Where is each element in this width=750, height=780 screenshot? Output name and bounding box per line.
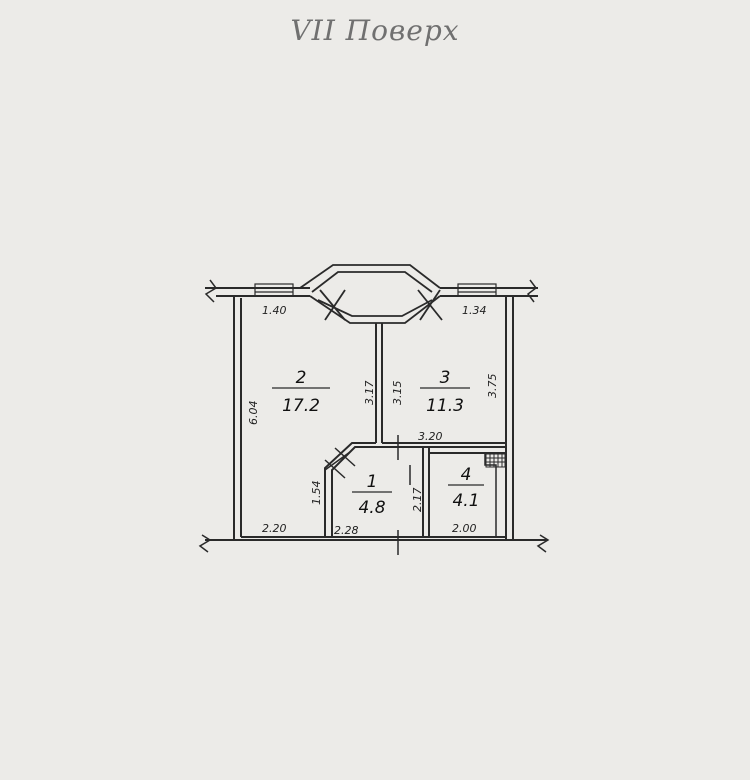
- room-4-area: 4.1: [452, 491, 479, 511]
- floor-title: VII Поверх: [290, 14, 460, 47]
- dim-window-right: 1.34: [462, 304, 487, 317]
- window-right: [457, 283, 497, 297]
- room-3-area: 11.3: [426, 396, 464, 416]
- bay-window: [299, 264, 443, 324]
- dim-partition-left: 3.17: [363, 381, 376, 406]
- partition-wall: [375, 323, 506, 448]
- dim-height-left: 6.04: [247, 401, 260, 426]
- room-3-number: 3: [440, 368, 451, 388]
- dim-bath-height: 2.17: [411, 488, 424, 513]
- room-fraction-lines: [272, 387, 484, 493]
- room-2-area: 17.2: [282, 396, 320, 416]
- dim-hall-height: 1.54: [310, 481, 323, 506]
- break-marks: [198, 279, 550, 553]
- room-4-number: 4: [461, 465, 472, 485]
- dim-partition-right: 3.15: [391, 381, 404, 406]
- door-marks: [383, 435, 411, 555]
- dim-window-left: 1.40: [262, 304, 287, 317]
- room-1-area: 4.8: [358, 498, 385, 518]
- vent-shaft: [485, 453, 506, 468]
- room-2-number: 2: [296, 368, 307, 388]
- hall-walls: [324, 442, 382, 537]
- dim-corridor-width: 3.20: [418, 430, 443, 443]
- dim-bottom-left: 2.20: [262, 522, 287, 535]
- dim-height-right: 3.75: [486, 374, 499, 399]
- dim-bottom-mid: 2.28: [334, 524, 359, 537]
- room-1-number: 1: [367, 472, 378, 492]
- window-left: [254, 283, 294, 297]
- dim-bottom-right: 2.00: [452, 522, 477, 535]
